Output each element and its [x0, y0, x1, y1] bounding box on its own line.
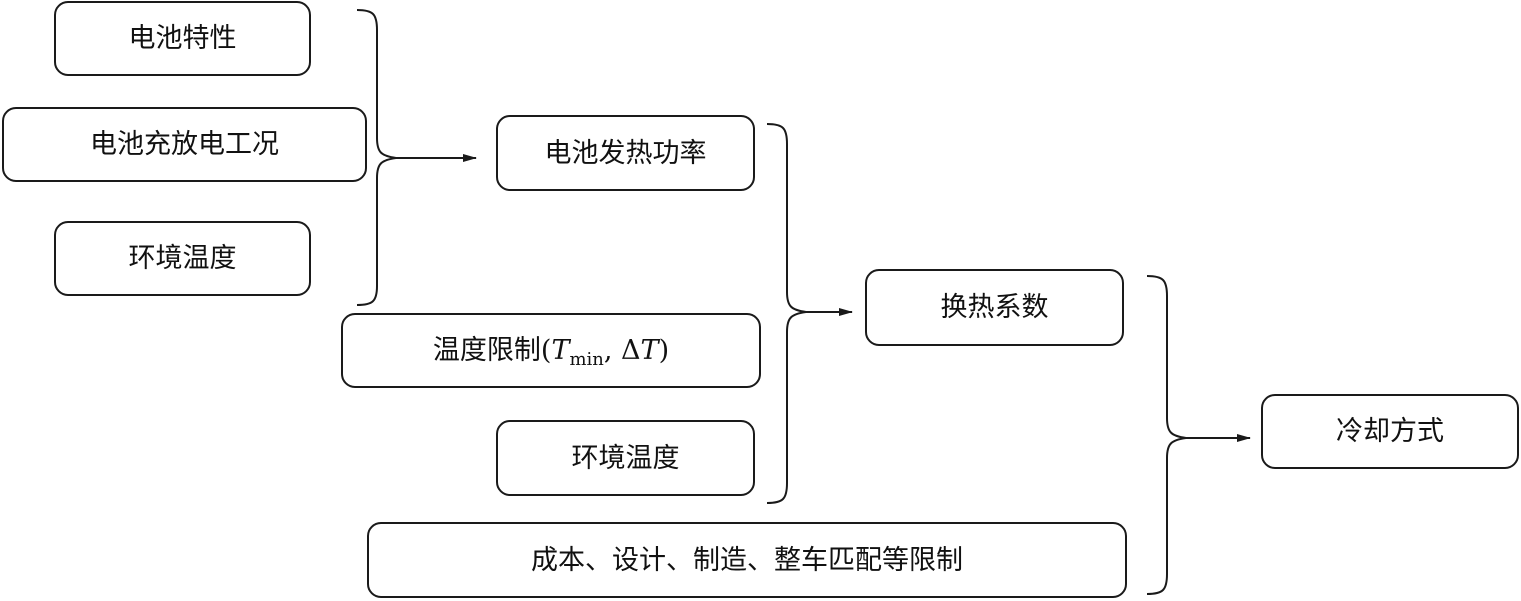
- node-battery-heat-power: 电池发热功率: [496, 115, 755, 191]
- brace-to-cooling-method: [1146, 275, 1187, 595]
- node-battery-characteristics: 电池特性: [54, 1, 311, 76]
- node-heat-transfer-coefficient: 换热系数: [865, 269, 1124, 346]
- node-cooling-method-label: 冷却方式: [1336, 416, 1444, 447]
- node-cost-constraints: 成本、设计、制造、整车匹配等限制: [367, 522, 1127, 598]
- formula-close-paren: ): [658, 335, 670, 366]
- node-cost-constraints-label: 成本、设计、制造、整车匹配等限制: [531, 544, 963, 576]
- node-ambient-temperature-2-label: 环境温度: [571, 442, 680, 474]
- node-heat-transfer-coefficient-label: 换热系数: [940, 292, 1049, 323]
- node-ambient-temperature-1: 环境温度: [54, 221, 311, 296]
- formula-separator: , Δ: [603, 335, 641, 366]
- node-battery-characteristics-label: 电池特性: [128, 23, 237, 54]
- node-battery-heat-power-label: 电池发热功率: [544, 137, 707, 169]
- node-charge-discharge-conditions-label: 电池充放电工况: [90, 129, 279, 160]
- formula-delta-t-symbol: T: [640, 335, 659, 366]
- node-ambient-temperature-2: 环境温度: [496, 420, 755, 496]
- temperature-limit-formula: (Tmin, ΔT): [540, 335, 670, 369]
- brace-to-heat-transfer: [766, 123, 807, 504]
- temperature-limit-label: 温度限制: [432, 335, 541, 366]
- node-cooling-method: 冷却方式: [1261, 394, 1519, 469]
- node-charge-discharge-conditions: 电池充放电工况: [2, 107, 367, 182]
- node-temperature-limit-text: 温度限制(Tmin, ΔT): [432, 335, 670, 369]
- formula-open-paren: (: [540, 335, 552, 366]
- formula-t-symbol: T: [551, 335, 570, 366]
- node-ambient-temperature-1-label: 环境温度: [128, 243, 237, 274]
- formula-subscript-min: min: [569, 349, 604, 370]
- node-temperature-limit: 温度限制(Tmin, ΔT): [341, 313, 761, 388]
